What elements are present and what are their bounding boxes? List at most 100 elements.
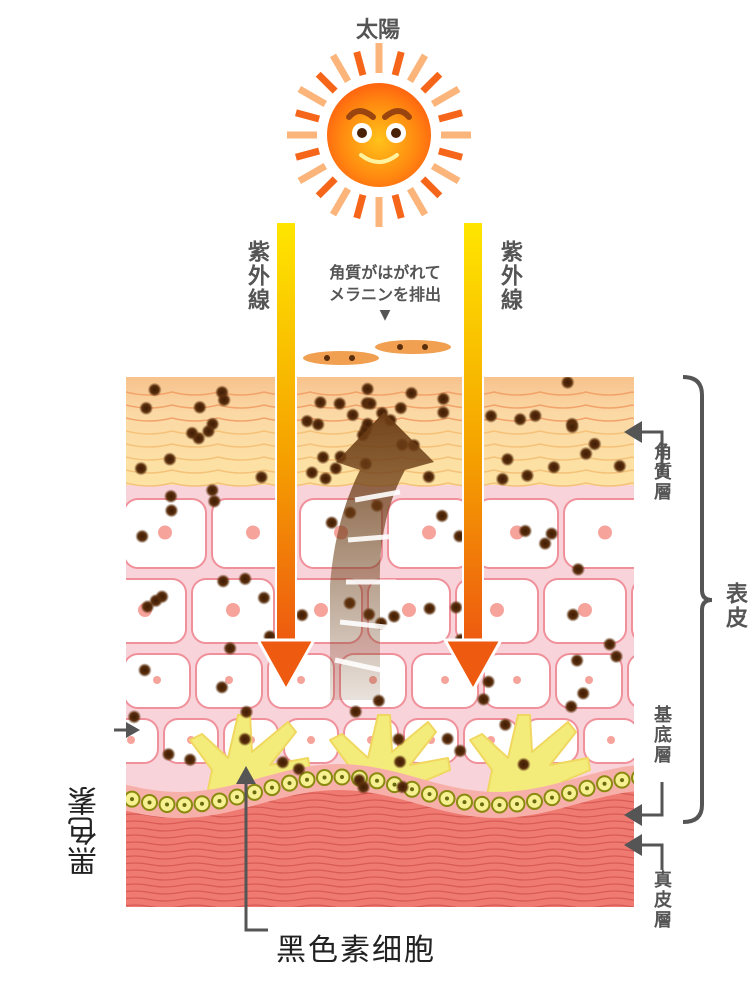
sun-ray [295, 147, 321, 161]
epidermal-cell [126, 578, 187, 644]
melanin-expulsion-arrow [330, 412, 434, 700]
melanin-granule [183, 752, 198, 767]
cell-nucleus [158, 525, 172, 540]
melanin-granule [565, 419, 580, 434]
uv-label-right: 紫外線 [497, 240, 522, 312]
melanin-granule [579, 446, 594, 461]
sun-ray [391, 193, 405, 219]
pointer-dermis [624, 834, 664, 870]
label-basal-layer: 基底層 [651, 705, 672, 765]
label-epidermis: 表皮 [722, 582, 747, 630]
basal-cell-nucleus [497, 802, 502, 807]
basal-cell-nucleus [480, 802, 484, 807]
cell-nucleus [657, 676, 665, 684]
basal-cell-nucleus [638, 776, 642, 780]
melanin-granule [481, 674, 496, 689]
basal-cell-nucleus [532, 799, 537, 804]
melanin-granule [137, 663, 152, 678]
melanin-granule [345, 408, 360, 423]
sun-ray [329, 53, 352, 84]
melanin-granule [544, 526, 559, 541]
basal-cell-nucleus [515, 801, 519, 806]
peel-note-line2: メラニンを排出 [328, 285, 441, 304]
basal-cell-nucleus [340, 775, 344, 780]
melanin-granule [332, 396, 347, 411]
pointer-stratum-corneum [624, 421, 664, 475]
epidermis-bracket [682, 375, 713, 824]
melanin-granule [560, 377, 575, 390]
melanin-granule [564, 699, 579, 714]
basal-cell-nucleus [305, 777, 309, 782]
melanin-granule [207, 494, 222, 509]
melanin-granule [238, 571, 253, 586]
melanin-granule [328, 461, 343, 476]
melanin-granule [453, 743, 468, 758]
melanin-granule [223, 641, 238, 656]
cell-nucleus [153, 676, 161, 684]
cell-nucleus [441, 676, 449, 684]
basal-cell-nucleus [445, 796, 449, 801]
cell-nucleus [578, 603, 592, 617]
sun-ray [353, 193, 367, 219]
basal-cell-nucleus [130, 797, 134, 802]
basal-cell-nucleus [585, 786, 589, 791]
melanin-granule [214, 680, 229, 695]
melanin-granule [440, 731, 455, 746]
basal-cell-nucleus [392, 782, 397, 787]
sun-eyebrow [382, 108, 412, 120]
melanin-granule [300, 414, 315, 429]
melanin-granule [422, 601, 437, 616]
melanin-granule [565, 607, 580, 622]
cell-nucleus [513, 676, 521, 684]
sun-label: 太陽 [355, 18, 400, 43]
melanin-granule [318, 471, 333, 486]
basal-cell-nucleus [410, 787, 414, 792]
melanin-granule [546, 460, 561, 475]
melanin-granule [587, 437, 602, 452]
cell-nucleus [314, 603, 328, 617]
shed-corneocytes [303, 340, 451, 365]
pointer-basal-layer [624, 782, 664, 826]
epidermal-cells [126, 498, 665, 764]
sun-ray [315, 176, 338, 199]
melanin-granule [164, 503, 179, 518]
sun-ray [420, 176, 443, 199]
basal-cell-nucleus [287, 781, 292, 786]
melanin-granule [295, 608, 310, 623]
cell-nucleus [226, 603, 240, 617]
pointer-melanin [114, 722, 140, 738]
melanin-granule [435, 508, 450, 523]
basal-cell [631, 771, 634, 785]
melanin-granule [192, 400, 207, 415]
melanin-granule [316, 450, 331, 465]
melanin-granule [162, 452, 177, 467]
sun-ray [315, 71, 338, 94]
peel-note: 角質がはがれて メラニンを排出 ▼ [300, 262, 470, 324]
melanin-granule [518, 523, 533, 538]
cell-nucleus [585, 676, 593, 684]
melanin-granule [360, 382, 375, 397]
sun-ray [329, 186, 352, 217]
basal-cell-nucleus [602, 781, 607, 786]
label-stratum-corneum: 角質層 [651, 442, 672, 502]
uv-arrow-left [255, 221, 317, 694]
sun-ray [437, 147, 463, 161]
melanin-granule [304, 465, 319, 480]
label-dermis: 真皮層 [651, 870, 672, 930]
melanin-granule [449, 600, 464, 615]
melanin-granule [602, 637, 617, 652]
melanin-granule [570, 653, 585, 668]
melanin-granule [391, 732, 406, 747]
basal-cell-nucleus [620, 778, 624, 783]
melanin-granule [571, 562, 586, 577]
melanin-granule [185, 426, 200, 441]
cell-nucleus [127, 736, 135, 744]
melanin-granule [538, 536, 553, 551]
melanin-granule [421, 469, 436, 484]
melanin-granule [311, 417, 326, 432]
basal-cell-nucleus [550, 795, 554, 800]
sun-pupil [357, 128, 367, 138]
melanin-granule [348, 704, 363, 719]
basal-cell-nucleus [165, 802, 169, 807]
